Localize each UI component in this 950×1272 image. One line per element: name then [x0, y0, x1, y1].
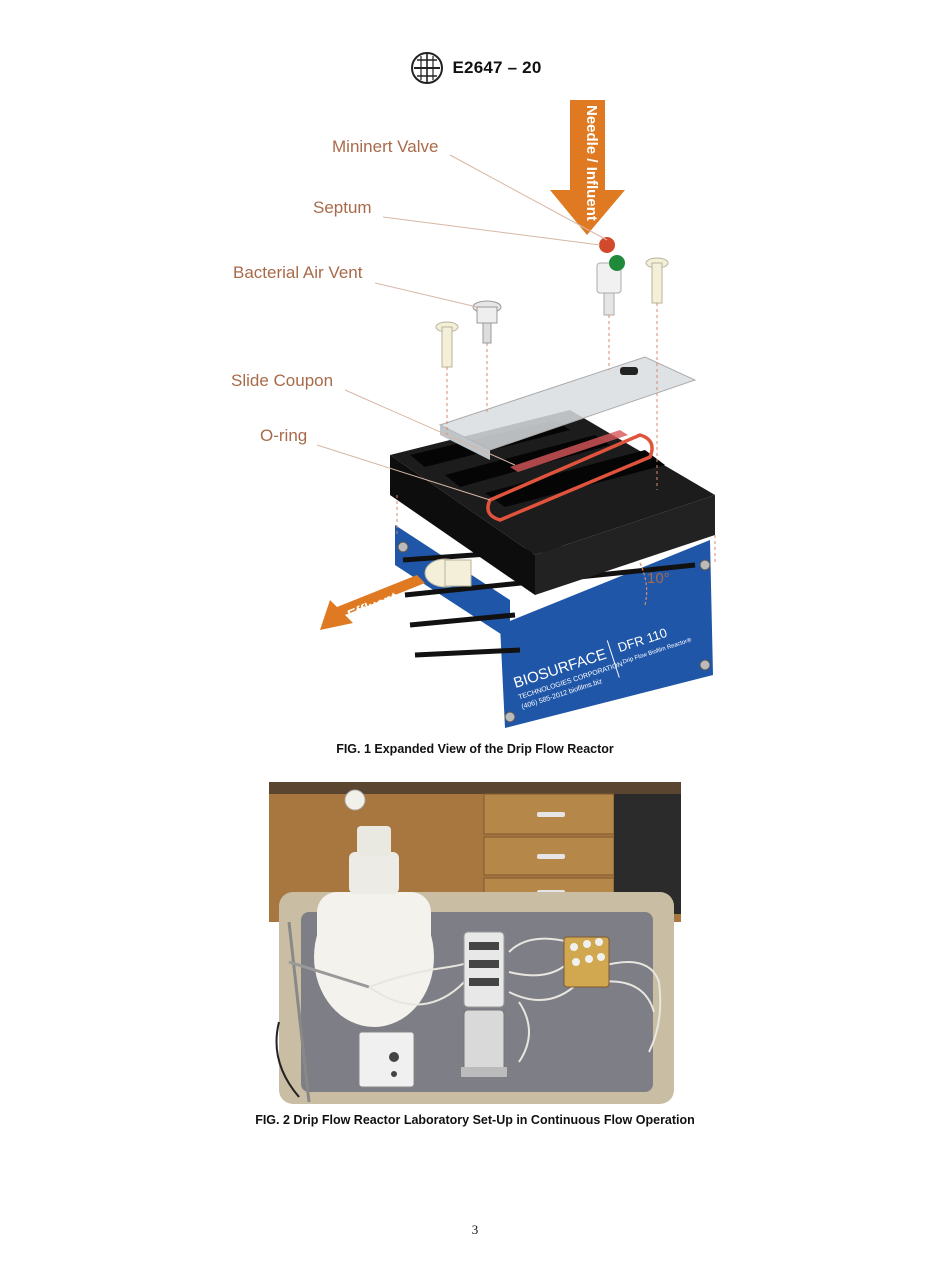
o-ring — [486, 433, 654, 522]
reactor-block-front — [390, 455, 535, 595]
figure-1-illustration: Needle / Influent Effluent 10° Mininert … — [231, 100, 716, 728]
reactor-block-side — [535, 495, 715, 595]
left-screw — [435, 321, 459, 368]
angle-label: 10° — [647, 570, 670, 587]
page-number: 3 — [471, 1222, 479, 1237]
figure-2-caption: FIG. 2 Drip Flow Reactor Laboratory Set-… — [255, 1113, 695, 1127]
label-septum: Septum — [313, 198, 372, 217]
figure-2-photo — [269, 782, 681, 1104]
bacterial-air-vent — [472, 300, 502, 344]
slide-coupon — [438, 356, 697, 451]
label-bacterial-air-vent: Bacterial Air Vent — [233, 263, 363, 282]
figure-1-caption: FIG. 1 Expanded View of the Drip Flow Re… — [336, 742, 614, 756]
label-o-ring: O-ring — [260, 426, 307, 445]
effluent-arrow: Effluent — [320, 575, 425, 630]
mininert-valve — [596, 237, 625, 316]
right-screw — [645, 257, 669, 304]
astm-logo-icon — [410, 52, 443, 84]
stand-front-panel — [500, 540, 713, 728]
document-id: E2647 – 20 — [452, 58, 542, 77]
page-header: E2647 – 20 — [0, 50, 950, 86]
label-slide-coupon: Slide Coupon — [231, 371, 333, 390]
effluent-nozzle — [424, 558, 472, 588]
needle-influent-arrow: Needle / Influent — [550, 100, 625, 235]
label-mininert-valve: Mininert Valve — [332, 137, 438, 156]
needle-influent-label: Needle / Influent — [583, 105, 600, 221]
